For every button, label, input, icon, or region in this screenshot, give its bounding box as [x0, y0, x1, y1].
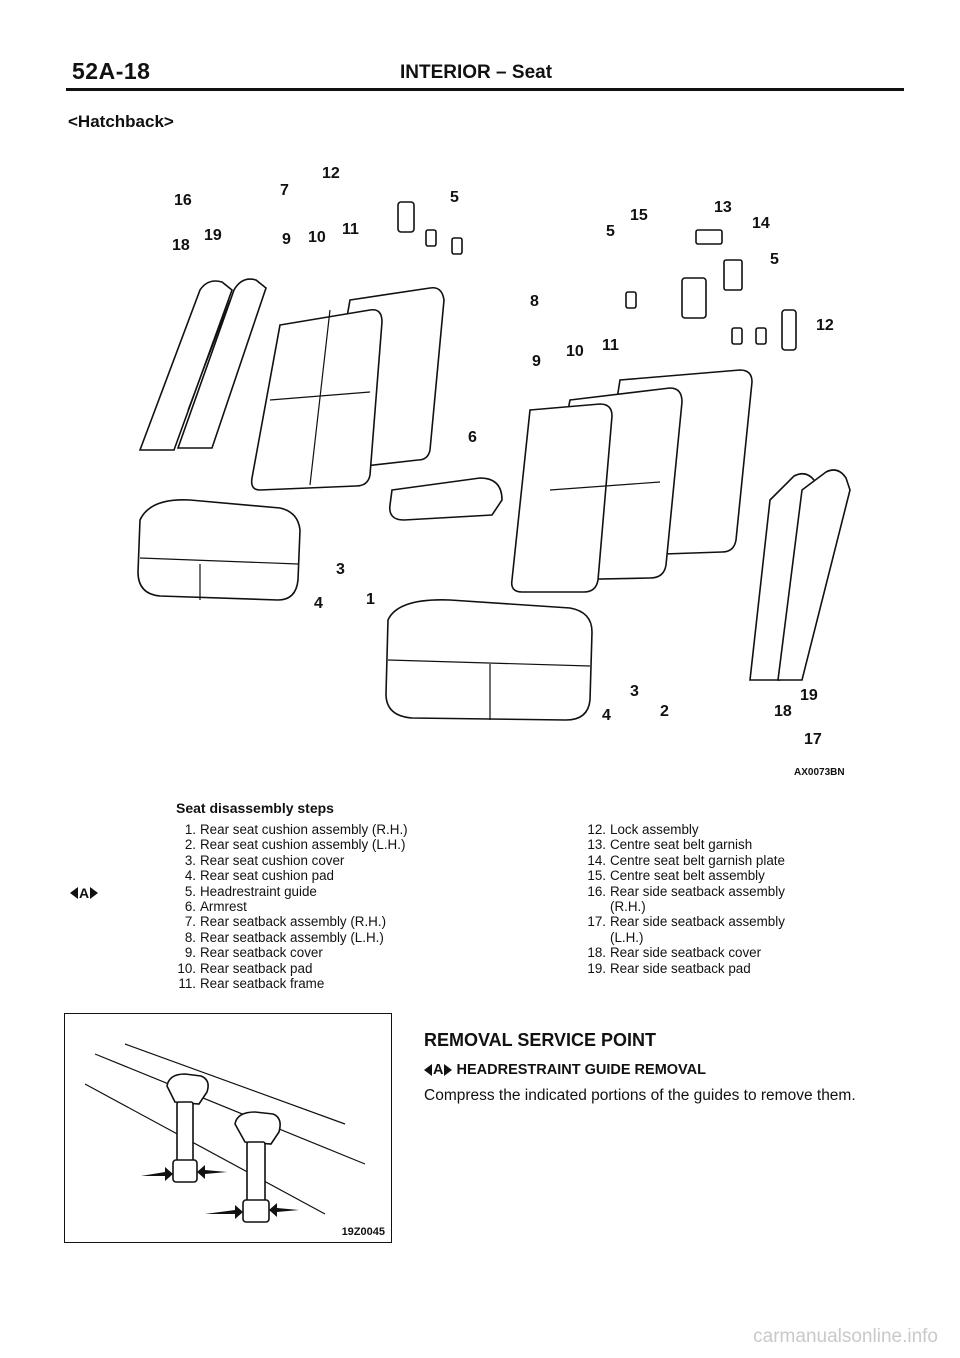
variant-label: <Hatchback> [68, 112, 174, 131]
steps-list-right: 12.Lock assembly 13.Centre seat belt gar… [580, 822, 785, 976]
removal-instructions: Compress the indicated portions of the g… [424, 1087, 856, 1104]
callout-2: 2 [660, 703, 669, 720]
callout-11: 11 [342, 221, 359, 238]
callout-5b: 5 [606, 223, 615, 240]
removal-subtitle-line: A HEADRESTRAINT GUIDE REMOVAL [424, 1062, 706, 1078]
step-item: 16.Rear side seatback assembly [587, 883, 785, 899]
step-item: 14.Centre seat belt garnish plate [587, 852, 785, 868]
steps-title: Seat disassembly steps [176, 800, 334, 816]
callout-16: 16 [174, 192, 192, 209]
section-code: 52A-18 [72, 58, 151, 84]
step-item: 6.Armrest [184, 899, 247, 915]
removal-service-point-title: REMOVAL SERVICE POINT [424, 1030, 657, 1050]
callout-11b: 11 [602, 337, 619, 354]
callout-9: 9 [282, 231, 291, 248]
callout-8: 8 [530, 293, 539, 310]
callout-3b: 3 [630, 683, 639, 700]
step-item: 11.Rear seatback frame [178, 976, 325, 992]
left-seatback-drawing [250, 286, 445, 491]
step-item: 4.Rear seat cushion pad [184, 868, 334, 884]
headrest-guide-inset: 19Z0045 [64, 1013, 392, 1243]
callout-13: 13 [714, 199, 732, 216]
callout-4: 4 [314, 595, 323, 612]
callout-14: 14 [752, 215, 770, 232]
arrow-right-icon [444, 1064, 453, 1077]
callout-10b: 10 [566, 343, 584, 360]
service-mark-letter: A [79, 885, 90, 902]
headrest-guide-illustration [84, 1043, 366, 1223]
step-item: 7.Rear seatback assembly (R.H.) [184, 914, 387, 930]
diagram-reference-code: AX0073BN [794, 767, 845, 778]
step-item: 13.Centre seat belt garnish [587, 837, 753, 853]
step-item: 17.Rear side seatback assembly [587, 914, 785, 930]
callout-19: 19 [204, 227, 222, 244]
left-side-seatback-drawing [138, 278, 267, 451]
callout-4b: 4 [602, 707, 611, 724]
step-item: 9.Rear seatback cover [184, 945, 323, 961]
callout-12b: 12 [816, 317, 834, 334]
callout-15: 15 [630, 207, 648, 224]
step-item-continuation: (L.H.) [610, 929, 644, 945]
step-item: 5.Headrestraint guide [184, 883, 317, 899]
removal-subtitle: HEADRESTRAINT GUIDE REMOVAL [456, 1062, 706, 1078]
seat-exploded-diagram: 16 7 12 5 18 19 9 10 11 15 13 14 5 5 8 1… [137, 165, 851, 778]
callout-12: 12 [322, 165, 340, 182]
callout-6: 6 [468, 429, 477, 446]
armrest-drawing [388, 477, 503, 521]
callout-19b: 19 [800, 687, 818, 704]
step-item: 15.Centre seat belt assembly [587, 868, 765, 884]
right-seatback-drawing [510, 369, 753, 593]
left-cushion-drawing [137, 499, 301, 601]
callout-17: 17 [804, 731, 822, 748]
page-title: INTERIOR – Seat [400, 62, 553, 83]
callout-18b: 18 [774, 703, 792, 720]
header-rule [66, 88, 904, 91]
callout-1: 1 [366, 591, 375, 608]
removal-mark-letter: A [433, 1062, 444, 1079]
right-side-seatback-drawing [749, 469, 851, 681]
callout-5: 5 [450, 189, 459, 206]
step-item: 12.Lock assembly [587, 822, 699, 837]
step-item: 10.Rear seatback pad [177, 960, 313, 976]
callout-9b: 9 [532, 353, 541, 370]
step-item: 8.Rear seatback assembly (L.H.) [184, 929, 384, 945]
inset-reference-code: 19Z0045 [341, 1226, 385, 1238]
arrow-right-icon [90, 887, 99, 900]
small-parts-drawing [397, 201, 797, 351]
step-item: 2.Rear seat cushion assembly (L.H.) [184, 837, 406, 853]
callout-18: 18 [172, 237, 190, 254]
step-item: 18.Rear side seatback cover [587, 945, 762, 961]
callout-3: 3 [336, 561, 345, 578]
step-item: 3.Rear seat cushion cover [184, 852, 345, 868]
step-item: 1.Rear seat cushion assembly (R.H.) [184, 822, 408, 837]
callout-5c: 5 [770, 251, 779, 268]
steps-list-left: 1.Rear seat cushion assembly (R.H.) 2.Re… [170, 822, 408, 992]
watermark: carmanualsonline.info [753, 1326, 938, 1347]
arrow-left-icon [424, 1064, 432, 1077]
step-item-continuation: (R.H.) [610, 899, 646, 915]
callout-10: 10 [308, 229, 326, 246]
step-item: 19.Rear side seatback pad [587, 960, 751, 976]
callout-7: 7 [280, 182, 289, 199]
arrow-left-icon [70, 887, 78, 900]
right-cushion-drawing [385, 599, 593, 721]
service-mark-a: A [70, 884, 99, 902]
